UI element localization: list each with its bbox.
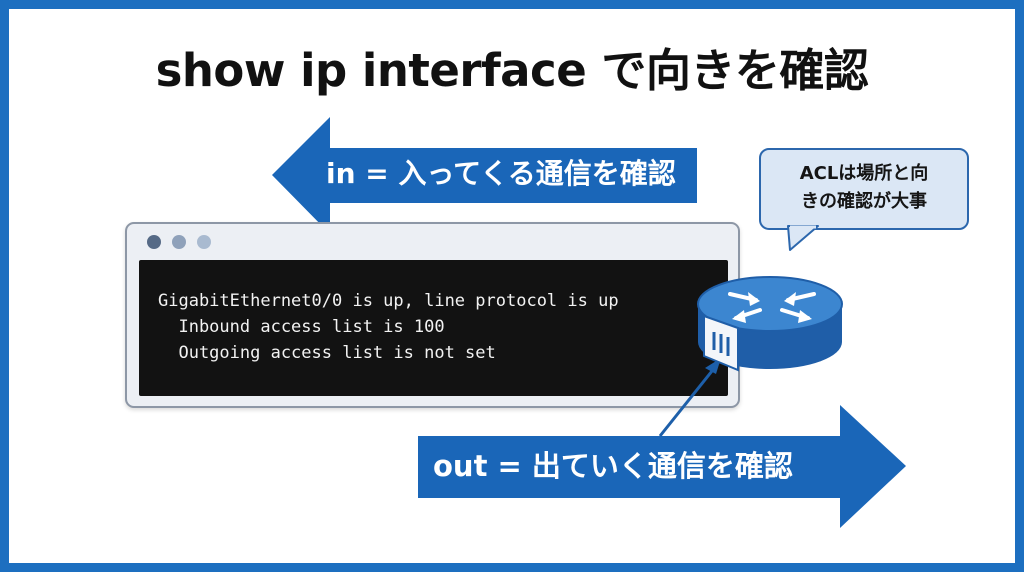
window-dot-2 — [172, 235, 186, 249]
terminal-window: GigabitEthernet0/0 is up, line protocol … — [125, 222, 740, 408]
in-arrow-label: in = 入ってくる通信を確認 — [326, 157, 676, 190]
callout-line-1: ACLは場所と向 — [799, 163, 929, 184]
terminal-line-2: Inbound access list is 100 — [158, 317, 445, 337]
window-dot-3 — [197, 235, 211, 249]
callout-text: ACLは場所と向 きの確認が大事 — [761, 160, 967, 216]
callout-line-2: きの確認が大事 — [801, 191, 927, 212]
page-title: show ip interface で向きを確認 — [155, 44, 869, 97]
terminal-output: GigabitEthernet0/0 is up, line protocol … — [139, 260, 728, 396]
callout-bubble: ACLは場所と向 きの確認が大事 — [759, 148, 969, 230]
terminal-line-3: Outgoing access list is not set — [158, 343, 496, 363]
window-dot-1 — [147, 235, 161, 249]
terminal-line-1: GigabitEthernet0/0 is up, line protocol … — [158, 291, 619, 311]
callout-tail — [787, 225, 819, 251]
out-arrow-label: out = 出ていく通信を確認 — [433, 449, 793, 483]
router-icon — [697, 276, 843, 372]
